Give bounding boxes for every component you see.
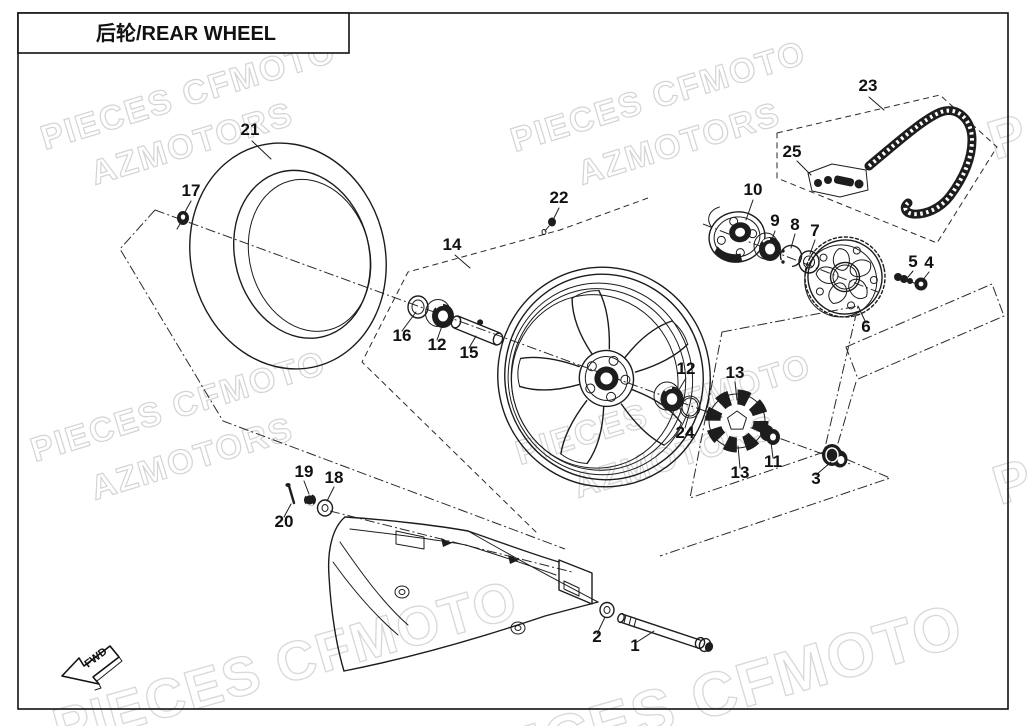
bearing-12-left (425, 299, 454, 328)
nut-4 (914, 277, 928, 291)
leader-lines (184, 96, 930, 643)
part-label-23: 23 (859, 76, 878, 95)
part-label-20: 20 (275, 512, 294, 531)
cush-drive-13 (705, 389, 769, 453)
wheel-spokes (517, 289, 689, 465)
direction-arrowhead (441, 538, 452, 547)
part-label-21: 21 (241, 120, 260, 139)
spacer-tube-15 (450, 315, 504, 346)
part-label-13: 13 (726, 363, 745, 382)
spacer-11 (760, 425, 780, 445)
part-label-3: 3 (811, 469, 820, 488)
title-block: 后轮/REAR WHEEL (17, 12, 350, 54)
tire-21 (189, 142, 387, 370)
bearing-9 (753, 232, 781, 261)
part-label-12: 12 (677, 359, 696, 378)
bolt-19 (304, 493, 316, 506)
part-label-25: 25 (783, 142, 802, 161)
part-label-15: 15 (460, 343, 479, 362)
screw-20 (285, 483, 296, 505)
valve-stem-17 (176, 211, 189, 230)
part-label-7: 7 (810, 221, 819, 240)
part-label-9: 9 (770, 211, 779, 230)
seal-ring-16 (407, 295, 429, 319)
bushing-3 (822, 444, 848, 468)
part-label-4: 4 (924, 253, 934, 272)
watermark-fragment: P (985, 446, 1027, 517)
wheel-14 (477, 266, 711, 488)
part-label-12: 12 (428, 335, 447, 354)
part-label-19: 19 (295, 462, 314, 481)
axle-1 (617, 612, 714, 653)
sprocket-6 (804, 236, 886, 318)
part-label-14: 14 (443, 235, 462, 254)
fwd-arrow: FWD (61, 645, 123, 691)
swingarm (327, 516, 599, 672)
direction-arrowhead (508, 555, 519, 564)
part-label-1: 1 (630, 636, 639, 655)
part-label-5: 5 (908, 252, 917, 271)
part-label-22: 22 (550, 188, 569, 207)
part-label-18: 18 (325, 468, 344, 487)
part-label-24: 24 (676, 423, 695, 442)
page-title: 后轮/REAR WHEEL (96, 21, 276, 45)
o-ring-24 (679, 395, 701, 419)
drive-chain-23 (864, 106, 977, 219)
part-label-8: 8 (790, 215, 799, 234)
part-label-11: 11 (764, 452, 782, 471)
page-border (17, 12, 1009, 710)
watermark-fragment-bottom: PIECES CFMOTO (46, 568, 525, 726)
bearing-12-right (653, 381, 684, 412)
part-label-16: 16 (393, 326, 412, 345)
part-label-13: 13 (731, 463, 750, 482)
sprocket-carrier-10 (708, 206, 766, 263)
circlip-8 (779, 244, 803, 268)
part-label-2: 2 (592, 627, 601, 646)
watermark-fragment: P (980, 101, 1027, 172)
adjuster-bolt-5 (894, 273, 917, 285)
master-link-25 (807, 163, 869, 198)
washer-18 (316, 499, 334, 517)
part-label-10: 10 (744, 180, 763, 199)
washer-2 (599, 601, 615, 619)
part-label-6: 6 (861, 317, 870, 336)
part-label-17: 17 (182, 181, 201, 200)
valve-screw-22 (541, 217, 556, 235)
